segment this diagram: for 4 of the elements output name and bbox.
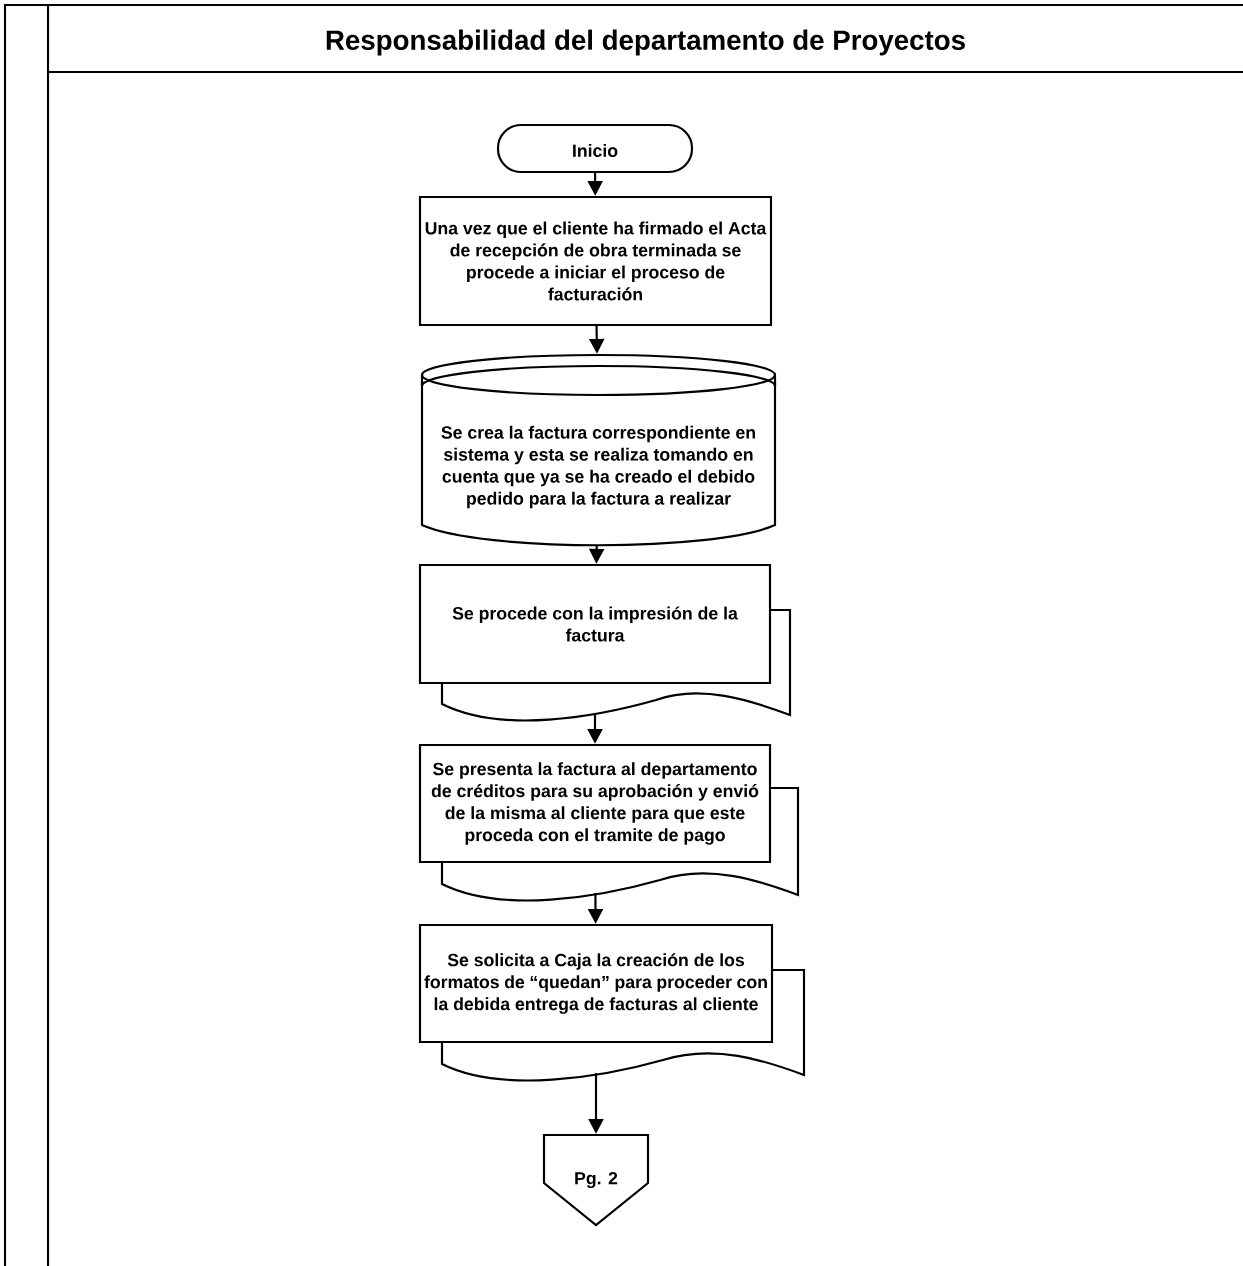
off-page-connector: Pg. 2	[542, 1133, 650, 1227]
database-cylinder: Se crea la factura correspondiente en sistema y esta se realiza tomando en cuenta que ya se ha creado el debido pedido para la factura a realizar	[420, 353, 777, 547]
process-box: Una vez que el cliente ha firmado el Acta de recepción de obra terminada se procede a iniciar el proceso de facturación	[418, 195, 773, 327]
start-terminator: Inicio	[496, 123, 694, 174]
